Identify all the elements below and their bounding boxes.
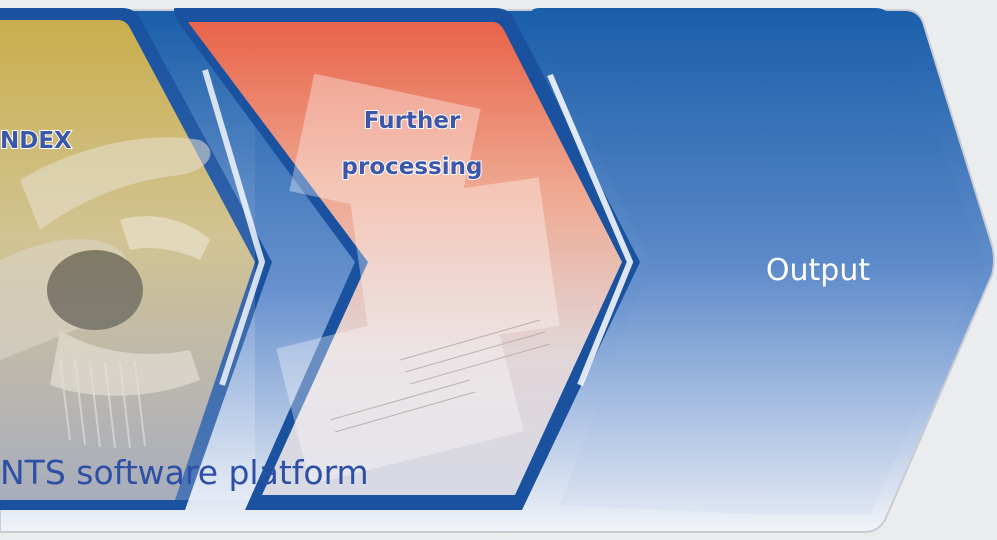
index-stage [0, 8, 272, 510]
output-stage-panel [531, 8, 985, 515]
index-stage-label: NDEX [0, 128, 72, 154]
processing-stage-edge [547, 73, 634, 387]
platform-label: NTS software platform [0, 453, 369, 492]
index-stage-edge [202, 69, 266, 386]
output-stage-label: Output [766, 253, 870, 288]
processing-stage-label-line2: processing [342, 154, 483, 180]
processing-stage [174, 8, 640, 510]
output-stage [531, 8, 985, 515]
documents-photo [276, 73, 560, 485]
processing-stage-label-line1: Further [364, 108, 461, 134]
processing-stage-panel [188, 22, 622, 495]
